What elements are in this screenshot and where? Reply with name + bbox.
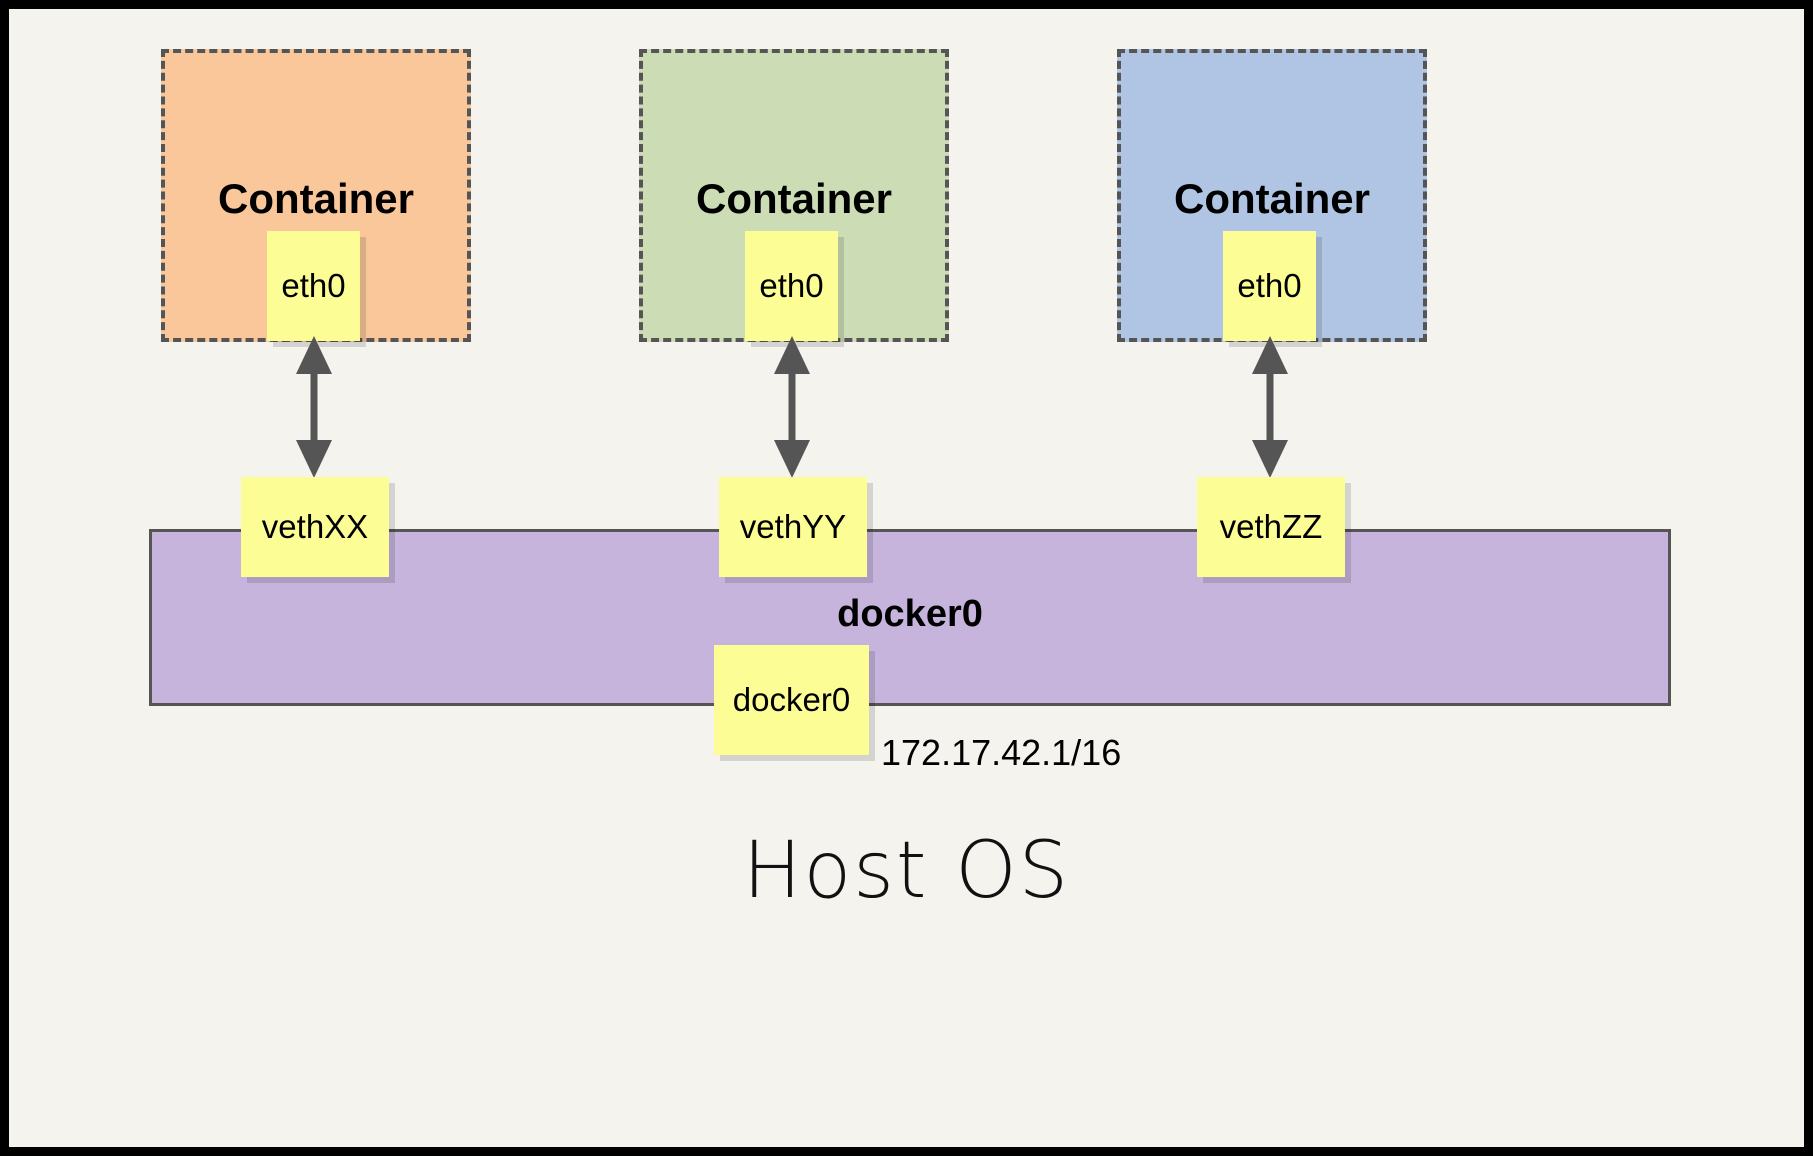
docker0-interface-box[interactable]: docker0: [714, 645, 869, 755]
link-arrow-2: [774, 336, 810, 478]
docker0-bridge-bar[interactable]: [149, 529, 1671, 706]
eth0-label-3: eth0: [1237, 267, 1302, 304]
veth-label-1: vethXX: [261, 508, 369, 545]
eth0-label-1: eth0: [281, 267, 346, 304]
veth-label-3: vethZZ: [1219, 508, 1323, 545]
link-arrow-1: [296, 336, 332, 478]
docker0-bridge-label: docker0: [837, 593, 983, 635]
diagram-stage: Container Container Container eth0 eth0 …: [9, 9, 1804, 1147]
eth0-label-2: eth0: [759, 267, 824, 304]
veth-box-3[interactable]: vethZZ: [1197, 477, 1345, 577]
container-title-1: Container: [217, 175, 414, 222]
eth0-box-1[interactable]: eth0: [267, 231, 360, 341]
veth-box-1[interactable]: vethXX: [241, 477, 389, 577]
host-os-label: Host OS: [742, 826, 1071, 916]
docker0-interface-label: docker0: [732, 681, 851, 718]
veth-label-2: vethYY: [739, 508, 847, 545]
eth0-box-3[interactable]: eth0: [1223, 231, 1316, 341]
container-title-2: Container: [695, 175, 892, 222]
link-arrow-3: [1252, 336, 1288, 478]
docker0-ip-label: 172.17.42.1/16: [881, 732, 1122, 773]
container-title-3: Container: [1173, 175, 1370, 222]
veth-box-2[interactable]: vethYY: [719, 477, 867, 577]
eth0-box-2[interactable]: eth0: [745, 231, 838, 341]
